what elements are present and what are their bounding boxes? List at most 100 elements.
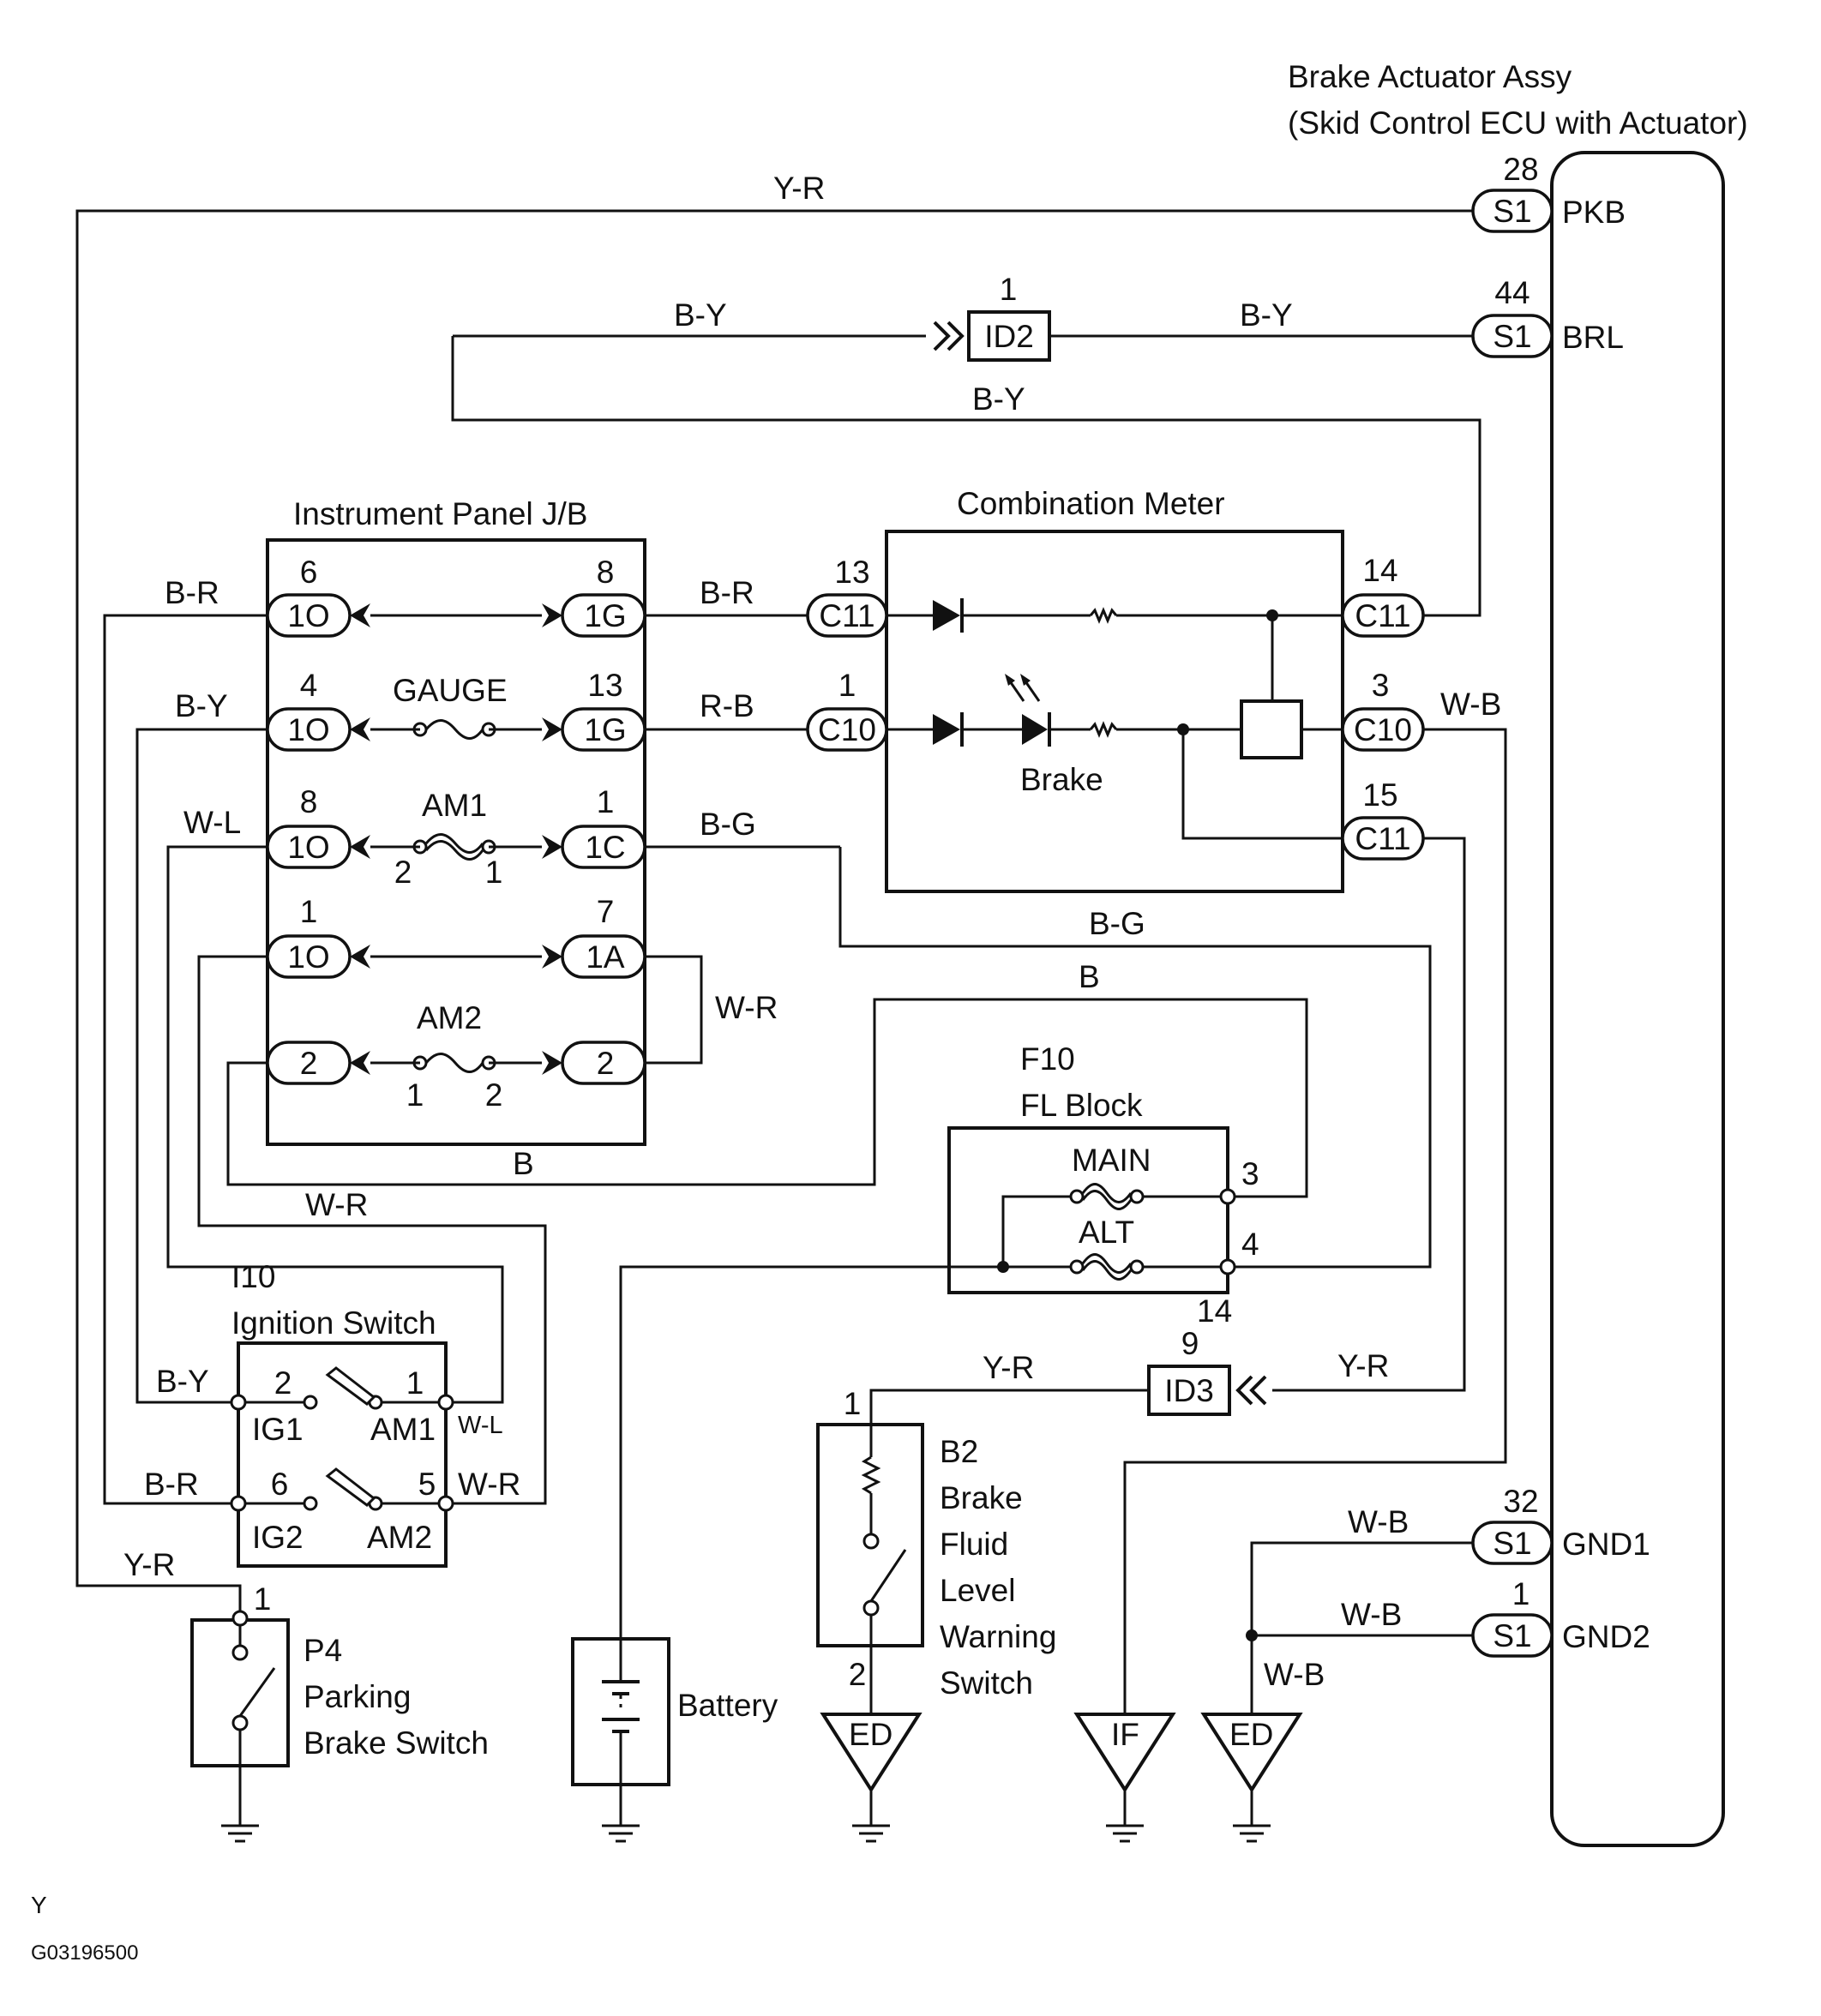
- jb-1o-row3: 1O: [287, 830, 329, 865]
- gnd1-terminal: GND1: [1562, 1527, 1650, 1562]
- jb-1o-row1: 1O: [287, 598, 329, 633]
- pin-jb-8b: 8: [300, 784, 318, 819]
- pin-fl-14: 14: [1197, 1293, 1232, 1329]
- wire-bg-2: B-G: [1089, 906, 1145, 941]
- wire-b-1: B: [1079, 959, 1100, 994]
- ground-if-label: IF: [1111, 1717, 1139, 1752]
- c11-pin15: [1341, 816, 1425, 861]
- junction-dots: [997, 609, 1278, 1641]
- wire-wl-2: W-L: [458, 1412, 503, 1439]
- id3-connector: [1147, 1365, 1231, 1416]
- wire-wb-1: W-B: [1440, 687, 1501, 722]
- fuse-gauge-icon: [412, 719, 496, 740]
- wire-br-3: B-R: [144, 1467, 199, 1502]
- pin-am2-1: 1: [406, 1077, 424, 1113]
- pin-c11-15: 15: [1362, 777, 1397, 813]
- wire-rb: R-B: [700, 688, 754, 723]
- pkb-terminal: PKB: [1562, 195, 1626, 230]
- wire-wr-2: W-R: [305, 1187, 368, 1222]
- jb-1o-pin6: [266, 593, 352, 638]
- wire-by-3: B-Y: [972, 381, 1025, 417]
- pin-ign-2: 2: [274, 1365, 292, 1401]
- battery-icon: [602, 1639, 640, 1785]
- fl-block-code: F10: [1020, 1041, 1075, 1077]
- wire-wr-3: W-R: [458, 1467, 520, 1502]
- pin-b2-2: 2: [849, 1657, 867, 1692]
- jb-1g-row2: 1G: [584, 712, 626, 747]
- brake-actuator-box: [1550, 151, 1725, 1847]
- s1-gnd2-label: S1: [1493, 1618, 1531, 1653]
- ignition-code: I10: [231, 1259, 275, 1294]
- jb-row-wires: [370, 614, 542, 1065]
- wire-by-5: B-Y: [156, 1364, 209, 1399]
- ig1-label: IG1: [252, 1412, 304, 1447]
- pin-p4-1: 1: [254, 1581, 272, 1617]
- pin-fl-3: 3: [1241, 1156, 1259, 1191]
- pin-s1-32: 32: [1503, 1484, 1538, 1519]
- ig2-label: IG2: [252, 1520, 304, 1555]
- diode-1: [933, 598, 964, 633]
- pin-am1-2: 2: [394, 855, 412, 890]
- parking-brake-contacts: [231, 1610, 276, 1766]
- pin-am1-1: 1: [485, 855, 503, 890]
- meter-title: Combination Meter: [957, 486, 1225, 521]
- am1-fuse-label: AM1: [422, 788, 487, 823]
- ignition-switch-box: [237, 1341, 448, 1568]
- ground-if-triangle: [1073, 1713, 1176, 1793]
- c11-row3-right: C11: [1355, 821, 1410, 856]
- gauge-fuse-label: GAUGE: [393, 673, 508, 708]
- pin-s1-1: 1: [1512, 1576, 1530, 1611]
- b2-code: B2: [940, 1434, 978, 1469]
- pin-ign-6: 6: [271, 1467, 289, 1502]
- pin-jb-8: 8: [597, 555, 615, 590]
- pin-jb-13: 13: [587, 668, 622, 703]
- c11-row1-right: C11: [1355, 598, 1410, 633]
- pin-id2-1: 1: [1000, 272, 1018, 307]
- pin-ign-1: 1: [406, 1365, 424, 1401]
- battery-label: Battery: [677, 1688, 778, 1723]
- brake-led-label: Brake: [1020, 762, 1103, 797]
- jb-1g-row1: 1G: [584, 598, 626, 633]
- wire-by-1: B-Y: [674, 297, 727, 333]
- s1-pkb-connector: [1471, 189, 1554, 233]
- wire-yr-4: Y-R: [123, 1547, 175, 1582]
- fl-block-box: [947, 1126, 1229, 1294]
- b2-line1: Brake: [940, 1480, 1023, 1515]
- pin-jb-4: 4: [300, 668, 318, 703]
- pin-am2-2: 2: [485, 1077, 503, 1113]
- c10-pin1: [806, 707, 888, 752]
- b2-line5: Switch: [940, 1665, 1033, 1701]
- combination-meter-box: [885, 530, 1344, 893]
- jb-1o-pin1: [266, 934, 352, 979]
- pin-c11-13: 13: [834, 555, 869, 590]
- pin-jb-1: 1: [300, 894, 318, 929]
- alt-fuse-label: ALT: [1079, 1215, 1134, 1250]
- resistor-2-icon: [1089, 721, 1118, 738]
- ground-symbols: [221, 1824, 1271, 1843]
- fl-block-name: FL Block: [1020, 1088, 1143, 1123]
- ground-ed-2-label: ED: [1229, 1717, 1273, 1752]
- pin-fl-4: 4: [1241, 1227, 1259, 1262]
- wire-wb-3: W-B: [1341, 1597, 1402, 1632]
- wire-yr-3: Y-R: [1337, 1348, 1389, 1383]
- pin-ign-5: 5: [418, 1467, 436, 1502]
- wire-b-2: B: [513, 1146, 534, 1181]
- id2-label: ID2: [984, 319, 1034, 354]
- id2-connector: [967, 310, 1051, 362]
- c11-row1-left: C11: [819, 598, 874, 633]
- wire-wb-2: W-B: [1348, 1504, 1409, 1539]
- b2-line2: Fluid: [940, 1527, 1008, 1562]
- s1-gnd2-connector: [1471, 1613, 1554, 1658]
- pin-s1-28: 28: [1503, 152, 1538, 187]
- gnd2-terminal: GND2: [1562, 1619, 1650, 1654]
- pin-jb-1c: 1: [597, 784, 615, 819]
- actuator-subtitle: (Skid Control ECU with Actuator): [1288, 105, 1748, 141]
- b2-line3: Level: [940, 1573, 1015, 1608]
- c10-row2-left: C10: [818, 712, 876, 747]
- resistor-1-icon: [1089, 607, 1118, 624]
- brake-fluid-contacts: [861, 1425, 907, 1646]
- pin-s1-44: 44: [1494, 275, 1530, 310]
- am2-label: AM2: [367, 1520, 432, 1555]
- wire-yr-top: Y-R: [773, 171, 825, 206]
- jb-1o-pin8: [266, 825, 352, 869]
